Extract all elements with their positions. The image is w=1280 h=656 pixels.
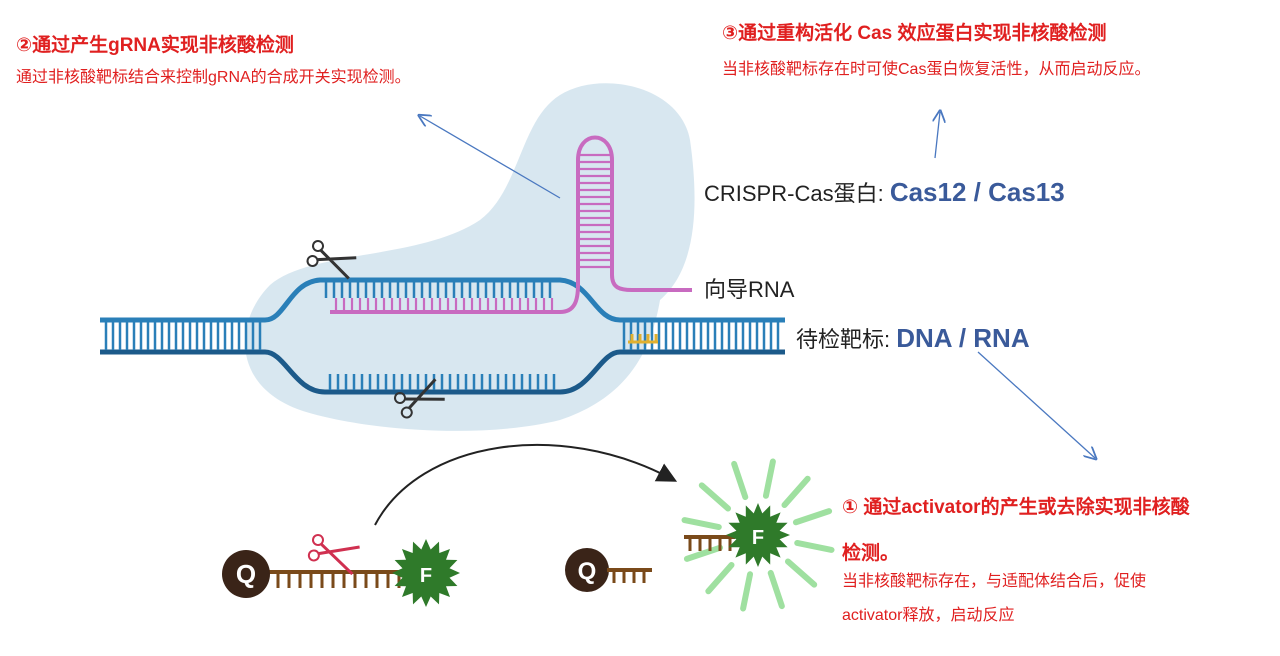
reporter-intact: Q F [222, 534, 460, 607]
svg-text:F: F [420, 565, 432, 587]
target-prefix: 待检靶标: [796, 327, 891, 352]
quencher-icon [222, 550, 270, 598]
scissors-icon [394, 378, 445, 419]
reporter-cleaved: Q F [565, 458, 835, 612]
crispr-label: CRISPR-Cas蛋白: Cas12 / Cas13 [704, 176, 1065, 208]
crispr-prefix: CRISPR-Cas蛋白: [704, 181, 884, 206]
quencher-icon [565, 548, 609, 592]
crispr-value: Cas12 / Cas13 [889, 177, 1065, 207]
cas-protein-blob [245, 83, 695, 431]
target-dna [100, 277, 785, 395]
target-label: 待检靶标: DNA / RNA [796, 322, 1030, 354]
cas-activation-title: ③通过重构活化 Cas 效应蛋白实现非核酸检测 [722, 23, 1107, 44]
svg-text:Q: Q [236, 559, 256, 589]
guide-rna [330, 135, 692, 314]
grna-title: ②通过产生gRNA实现非核酸检测 [16, 35, 294, 56]
cas-activation-body: 当非核酸靶标存在时可使Cas蛋白恢复活性，从而启动反应。 [722, 61, 1151, 78]
svg-text:Q: Q [578, 558, 597, 585]
arrow-icon [935, 112, 940, 159]
guide-rna-label: 向导RNA [704, 277, 795, 302]
activator-body-line2: activator释放，启动反应 [842, 607, 1015, 624]
arrow-icon [977, 351, 1095, 458]
activator-title-line1: ① 通过activator的产生或去除实现非核酸 [842, 497, 1190, 518]
activator-body-line1: 当非核酸靶标存在，与适配体结合后，促使 [842, 573, 1147, 590]
activator-title-line2: 检测。 [842, 543, 900, 564]
fluorophore-icon [726, 503, 790, 567]
arrow-icon [374, 444, 678, 526]
grna-body: 通过非核酸靶标结合来控制gRNA的合成开关实现检测。 [16, 69, 411, 86]
fluorophore-icon [392, 539, 460, 607]
svg-text:F: F [752, 527, 764, 549]
target-value: DNA / RNA [896, 323, 1030, 353]
arrow-icon [420, 116, 561, 199]
scissors-icon [306, 240, 357, 280]
